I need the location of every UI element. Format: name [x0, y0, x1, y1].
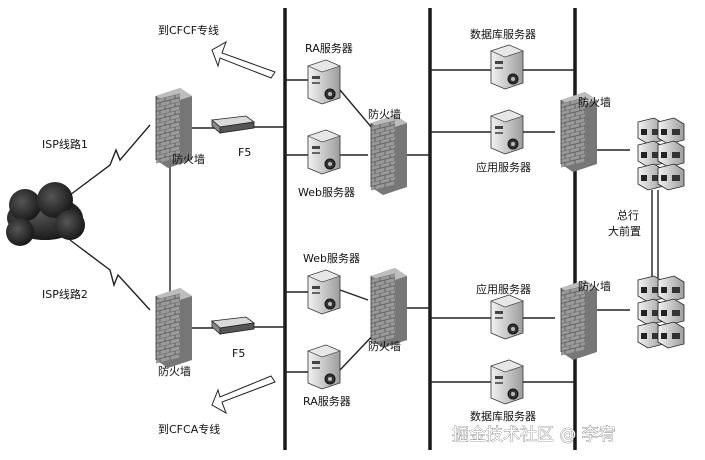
f5-top-icon: [211, 115, 255, 134]
label-fw-left-top: 防火墙: [172, 152, 205, 166]
f5-bottom-icon: [211, 316, 255, 335]
ra-server-top-icon: [307, 59, 341, 105]
firewall-mid-top-icon: [370, 114, 408, 196]
label-fw-mid-top: 防火墙: [368, 107, 401, 121]
label-to-cfca: 到CFCA专线: [158, 422, 220, 436]
app-server-top-icon: [490, 109, 524, 155]
isp-link-2: [69, 239, 151, 311]
label-ra-server-top: RA服务器: [305, 42, 353, 55]
label-app-server-bottom: 应用服务器: [476, 282, 531, 296]
firewall-mid-bottom-icon: [370, 267, 408, 349]
label-isp-1: ISP线路1: [42, 137, 88, 151]
label-f5-bottom: F5: [232, 347, 245, 360]
firewall-left-bottom-icon: [155, 287, 193, 369]
arrow-to-cfca-icon: [211, 375, 276, 415]
label-db-server-top: 数据库服务器: [470, 27, 536, 41]
label-fw-right-bottom: 防火墙: [578, 279, 611, 293]
label-fw-mid-bottom: 防火墙: [368, 339, 401, 353]
app-server-bottom-icon: [490, 294, 524, 340]
head-office-rack-top-icon: [637, 117, 685, 191]
label-web-server-top: Web服务器: [298, 186, 355, 199]
db-server-top-icon: [490, 44, 524, 90]
label-app-server-top: 应用服务器: [476, 160, 531, 174]
label-fw-right-top: 防火墙: [578, 95, 611, 109]
label-fw-left-bottom: 防火墙: [158, 364, 191, 378]
web-server-top-icon: [307, 129, 341, 175]
label-head-office-front: 大前置: [608, 224, 641, 238]
label-isp-2: ISP线路2: [42, 287, 88, 301]
db-server-bottom-icon: [490, 359, 524, 405]
label-head-office: 总行: [617, 208, 639, 222]
label-db-server-bottom: 数据库服务器: [470, 409, 536, 423]
web-server-bottom-icon: [307, 269, 341, 315]
ra-server-bottom-icon: [307, 344, 341, 390]
isp-link-1: [69, 124, 151, 196]
label-ra-server-bottom: RA服务器: [303, 395, 351, 408]
watermark: 掘金技术社区 @ 李宥: [452, 425, 616, 445]
arrow-to-cfcf-icon: [211, 40, 276, 79]
internet-cloud-icon: [6, 182, 85, 246]
label-web-server-bottom: Web服务器: [303, 252, 360, 265]
label-f5-top: F5: [238, 146, 251, 159]
head-office-rack-bottom-icon: [637, 275, 685, 349]
label-to-cfcf: 到CFCF专线: [158, 23, 219, 37]
